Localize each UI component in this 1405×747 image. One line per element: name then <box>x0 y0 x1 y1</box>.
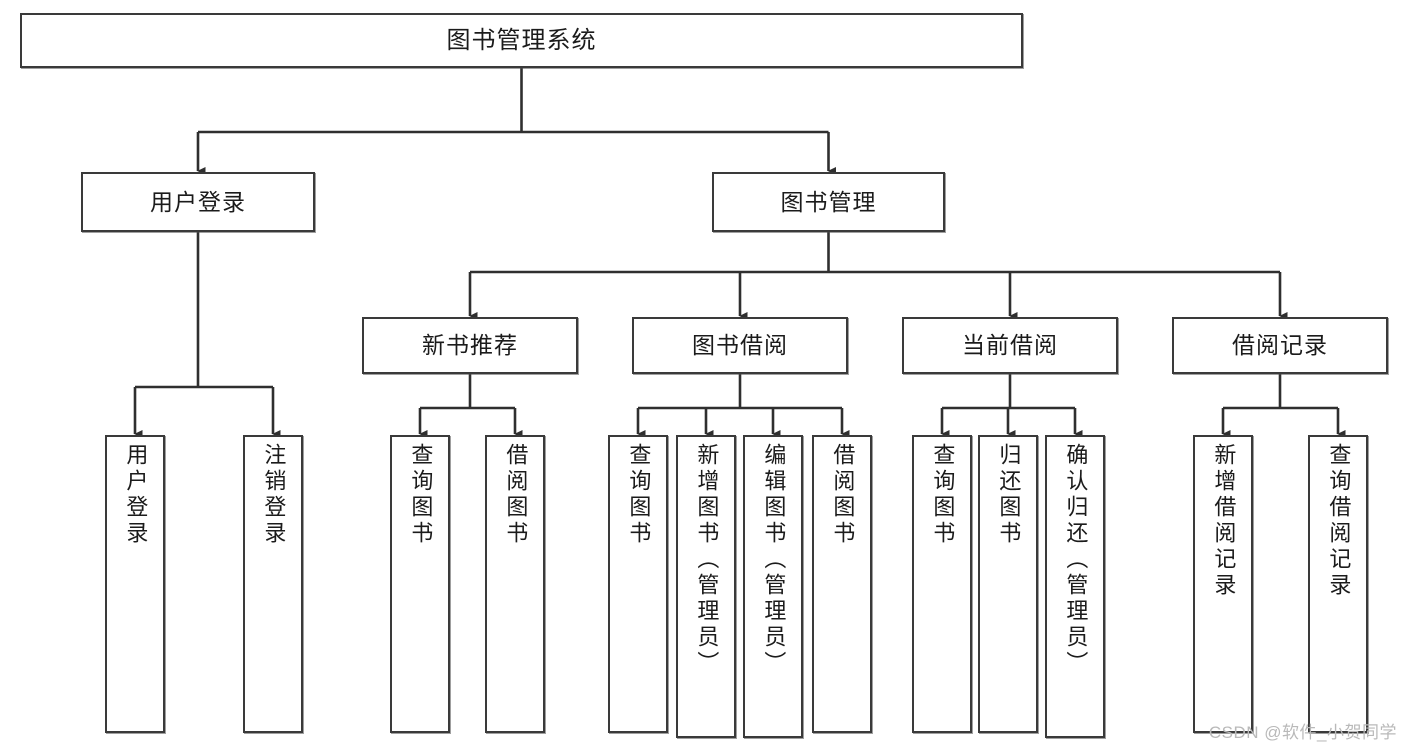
node-leaf-borrow-book-1[interactable]: 借阅图书 <box>485 435 545 733</box>
node-book-manage[interactable]: 图书管理 <box>712 172 945 232</box>
node-leaf-query-book-3-label: 查询图书 <box>930 443 956 547</box>
node-leaf-query-record-label: 查询借阅记录 <box>1326 443 1352 599</box>
node-leaf-query-book-2[interactable]: 查询图书 <box>608 435 668 733</box>
node-leaf-user-logout-label: 注销登录 <box>261 443 287 547</box>
node-leaf-return-book[interactable]: 归还图书 <box>978 435 1038 733</box>
node-leaf-edit-book-label: 编辑图书（管理员） <box>761 443 787 677</box>
node-user-login-label: 用户登录 <box>150 188 246 215</box>
node-book-borrow-label: 图书借阅 <box>692 332 788 359</box>
node-leaf-query-record[interactable]: 查询借阅记录 <box>1308 435 1368 733</box>
node-root-label: 图书管理系统 <box>446 26 597 54</box>
node-leaf-add-record[interactable]: 新增借阅记录 <box>1193 435 1253 733</box>
node-book-borrow[interactable]: 图书借阅 <box>632 317 848 374</box>
node-leaf-query-book-3[interactable]: 查询图书 <box>912 435 972 733</box>
node-leaf-user-login[interactable]: 用户登录 <box>105 435 165 733</box>
node-borrow-record[interactable]: 借阅记录 <box>1172 317 1388 374</box>
node-leaf-add-record-label: 新增借阅记录 <box>1211 443 1237 599</box>
node-leaf-query-book-1[interactable]: 查询图书 <box>390 435 450 733</box>
node-leaf-query-book-1-label: 查询图书 <box>408 443 434 547</box>
node-leaf-add-book[interactable]: 新增图书（管理员） <box>676 435 736 738</box>
node-leaf-query-book-2-label: 查询图书 <box>626 443 652 547</box>
node-new-book-rec-label: 新书推荐 <box>422 332 518 359</box>
node-leaf-confirm-return-label: 确认归还（管理员） <box>1063 443 1089 677</box>
node-leaf-borrow-book-2[interactable]: 借阅图书 <box>812 435 872 733</box>
node-leaf-add-book-label: 新增图书（管理员） <box>694 443 720 677</box>
node-user-login[interactable]: 用户登录 <box>81 172 315 232</box>
node-leaf-user-logout[interactable]: 注销登录 <box>243 435 303 733</box>
node-current-borrow[interactable]: 当前借阅 <box>902 317 1118 374</box>
node-root[interactable]: 图书管理系统 <box>20 13 1023 68</box>
node-current-borrow-label: 当前借阅 <box>962 332 1058 359</box>
node-leaf-edit-book[interactable]: 编辑图书（管理员） <box>743 435 803 738</box>
node-leaf-user-login-label: 用户登录 <box>123 443 149 547</box>
node-borrow-record-label: 借阅记录 <box>1232 332 1328 359</box>
node-leaf-confirm-return[interactable]: 确认归还（管理员） <box>1045 435 1105 738</box>
node-new-book-rec[interactable]: 新书推荐 <box>362 317 578 374</box>
node-leaf-borrow-book-1-label: 借阅图书 <box>503 443 529 547</box>
node-book-manage-label: 图书管理 <box>780 188 877 215</box>
node-leaf-borrow-book-2-label: 借阅图书 <box>830 443 856 547</box>
node-leaf-return-book-label: 归还图书 <box>996 443 1022 547</box>
